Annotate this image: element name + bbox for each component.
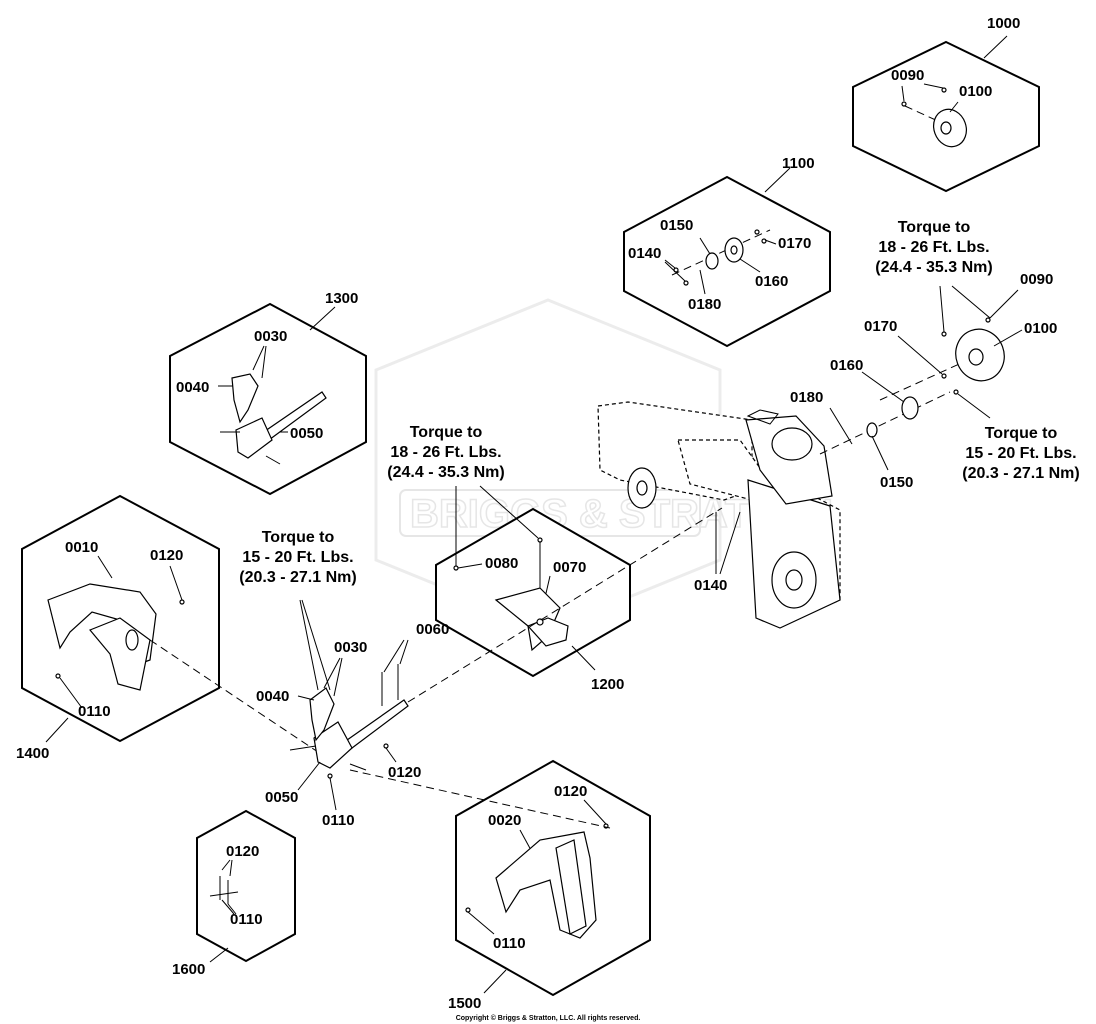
kit-1400-part-0010: 0010	[65, 539, 98, 556]
torque-note-line: Torque to	[262, 529, 335, 546]
kit-1400-number: 1400	[16, 745, 49, 762]
part-0170: 0170	[864, 318, 897, 335]
kit-1000-number: 1000	[987, 15, 1020, 32]
part-0110: 0110	[322, 812, 355, 829]
kit-1600: 1600 0120 0110	[172, 809, 296, 978]
main-shear-plate	[309, 687, 335, 742]
part-0050: 0050	[265, 789, 298, 806]
torque-note-line: (24.4 - 35.3 Nm)	[875, 259, 992, 276]
kit-1000-part-0100: 0100	[959, 83, 992, 100]
part-0140: 0140	[694, 577, 727, 594]
torque-note-line: Torque to	[898, 219, 971, 236]
part-0120: 0120	[388, 764, 421, 781]
kit-1300-part-0030: 0030	[254, 328, 287, 345]
torque-note-right: Torque to 15 - 20 Ft. Lbs. (20.3 - 27.1 …	[962, 425, 1079, 482]
main-bearing	[866, 422, 878, 438]
kit-1200-part-0080: 0080	[485, 555, 518, 572]
torque-note-line: Torque to	[985, 425, 1058, 442]
kit-1300: 1300 0030 0040 0050	[169, 290, 367, 496]
auger-shaft-assembly: 0060 0030 0040 0050 0110 0120	[256, 507, 723, 829]
kit-1100-bearing	[705, 252, 719, 270]
part-0060: 0060	[416, 621, 449, 638]
kit-1300-part-0050: 0050	[290, 425, 323, 442]
auger-housing	[597, 401, 841, 629]
kit-1500-part-0020: 0020	[488, 812, 521, 829]
kit-1400-part-0110: 0110	[78, 703, 111, 720]
kit-1400: 1400 0010 0120 0110	[16, 494, 331, 762]
torque-note-line: Torque to	[410, 424, 483, 441]
torque-note-top-right: Torque to 18 - 26 Ft. Lbs. (24.4 - 35.3 …	[875, 219, 992, 276]
kit-1200: 1200 0080 0070	[435, 507, 631, 693]
kit-1000: 1000 0090 0100	[852, 15, 1040, 193]
kit-1100-part-0170: 0170	[778, 235, 811, 252]
part-0180: 0180	[790, 389, 823, 406]
main-flange	[901, 396, 919, 420]
kit-1600-number: 1600	[172, 961, 205, 978]
kit-1300-part-0040: 0040	[176, 379, 209, 396]
part-0150: 0150	[880, 474, 913, 491]
part-0040: 0040	[256, 688, 289, 705]
kit-1100-part-0150: 0150	[660, 217, 693, 234]
part-0160: 0160	[830, 357, 863, 374]
kit-1200-part-0070: 0070	[553, 559, 586, 576]
kit-1100-part-0180: 0180	[688, 296, 721, 313]
kit-1100-part-0160: 0160	[755, 273, 788, 290]
torque-note-line: 15 - 20 Ft. Lbs.	[965, 445, 1076, 462]
torque-note-line: 18 - 26 Ft. Lbs.	[390, 444, 501, 461]
torque-note-line: (20.3 - 27.1 Nm)	[962, 465, 1079, 482]
torque-note-line: (24.4 - 35.3 Nm)	[387, 464, 504, 481]
kit-1500-part-0120: 0120	[554, 783, 587, 800]
torque-note-line: (20.3 - 27.1 Nm)	[239, 569, 356, 586]
kit-1500-number: 1500	[448, 995, 481, 1012]
kit-1500: 1500 0120 0020 0110	[448, 759, 651, 1012]
main-gearbox	[313, 721, 353, 769]
part-0090: 0090	[1020, 271, 1053, 288]
kit-1300-number: 1300	[325, 290, 358, 307]
kit-1600-part-0120: 0120	[226, 843, 259, 860]
kit-1600-part-0110: 0110	[230, 911, 263, 928]
torque-note-line: 18 - 26 Ft. Lbs.	[878, 239, 989, 256]
kit-1100: 1100 0150 0140 0170 0160 0180	[623, 155, 831, 348]
copyright-notice: Copyright © Briggs & Stratton, LLC. All …	[456, 1014, 641, 1022]
kit-1200-number: 1200	[591, 676, 624, 693]
kit-1400-part-0120: 0120	[150, 547, 183, 564]
kit-1100-number: 1100	[782, 155, 815, 172]
torque-note-center: Torque to 18 - 26 Ft. Lbs. (24.4 - 35.3 …	[387, 424, 539, 566]
kit-1300-gearbox	[235, 417, 273, 459]
part-0100: 0100	[1024, 320, 1057, 337]
discharge-chute-opening	[771, 427, 813, 461]
drive-assembly: 0090 0100 0170 0160 0180 0150 0140	[694, 271, 1057, 594]
part-0030: 0030	[334, 639, 367, 656]
torque-note-line: 15 - 20 Ft. Lbs.	[242, 549, 353, 566]
kit-1500-part-0110: 0110	[493, 935, 526, 952]
kit-1300-shear-plate	[231, 373, 259, 424]
torque-note-left: Torque to 15 - 20 Ft. Lbs. (20.3 - 27.1 …	[239, 529, 356, 586]
kit-1100-part-0140: 0140	[628, 245, 661, 262]
kit-1000-part-0090: 0090	[891, 67, 924, 84]
